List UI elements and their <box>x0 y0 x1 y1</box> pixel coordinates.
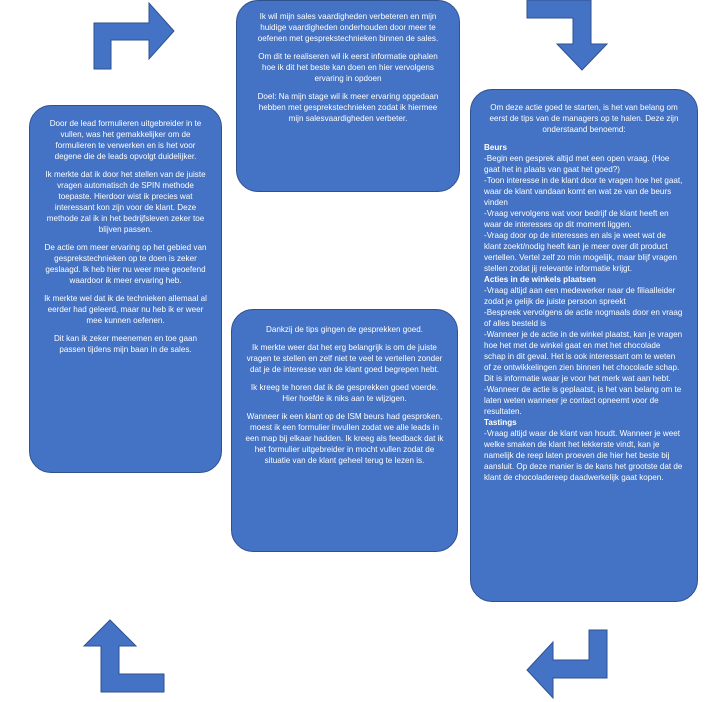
goal-paragraph-3: Doel: Na mijn stage wil ik meer ervaring… <box>257 92 439 123</box>
reflection-paragraph-5: Dit kan ik zeker meenemen en toe gaan pa… <box>53 334 198 354</box>
results-paragraph-3: Ik kreeg te horen dat ik de gesprekken g… <box>250 383 439 403</box>
arrow-bottom-left <box>82 619 165 693</box>
tips-line: -Toon interesse in de klant door te vrag… <box>484 176 683 207</box>
tips-line: -Wanneer de actie is geplaatst, is het v… <box>484 385 682 416</box>
tips-line: -Bespreek vervolgens de actie nogmaals d… <box>484 308 683 328</box>
tips-line: -Begin een gesprek altijd met een open v… <box>484 154 670 174</box>
results-box: Dankzij de tips gingen de gesprekken goe… <box>231 309 458 552</box>
tips-box: Om deze actie goed te starten, is het va… <box>470 89 698 602</box>
reflection-paragraph-1: Door de lead formulieren uitgebreider in… <box>49 119 202 161</box>
results-paragraph-1: Dankzij de tips gingen de gesprekken goe… <box>265 325 424 334</box>
tips-intro: Om deze actie goed te starten, is het va… <box>489 103 679 134</box>
tips-line: -Vraag vervolgens wat voor bedrijf de kl… <box>484 209 669 229</box>
reflection-box: Door de lead formulieren uitgebreider in… <box>29 105 222 473</box>
reflection-paragraph-4: Ik merkte wel dat ik de technieken allem… <box>44 294 207 325</box>
tips-line: -Wanneer je de actie in de winkel plaats… <box>484 330 683 383</box>
results-paragraph-4: Wanneer ik een klant op de ISM beurs had… <box>245 412 444 465</box>
tips-section-heading: Tastings <box>484 418 517 427</box>
tips-line: -Vraag altijd aan een medewerker naar de… <box>484 286 676 306</box>
arrow-top-right <box>526 0 609 71</box>
tips-section-tastings: Tastings -Vraag altijd waar de klant van… <box>484 417 684 483</box>
arrow-bottom-right <box>526 629 608 700</box>
tips-section-beurs: Beurs -Begin een gesprek altijd met een … <box>484 142 684 274</box>
tips-section-heading: Acties in de winkels plaatsen <box>484 275 597 284</box>
goal-paragraph-2: Om dit te realiseren wil ik eerst inform… <box>258 52 438 83</box>
goal-paragraph-1: Ik wil mijn sales vaardigheden verbetere… <box>257 12 439 43</box>
results-paragraph-2: Ik merkte weer dat het erg belangrijk is… <box>246 343 443 374</box>
reflection-paragraph-3: De actie om meer ervaring op het gebied … <box>44 243 207 285</box>
goal-box: Ik wil mijn sales vaardigheden verbetere… <box>236 0 460 192</box>
tips-section-winkels: Acties in de winkels plaatsen -Vraag alt… <box>484 274 684 417</box>
tips-line: -Vraag altijd waar de klant van houdt. W… <box>484 429 683 482</box>
tips-section-heading: Beurs <box>484 143 507 152</box>
reflection-paragraph-2: Ik merkte dat ik door het stellen van de… <box>45 170 206 234</box>
tips-line: -Vraag door op de interesses en als je w… <box>484 231 677 273</box>
arrow-top-left <box>93 1 175 70</box>
